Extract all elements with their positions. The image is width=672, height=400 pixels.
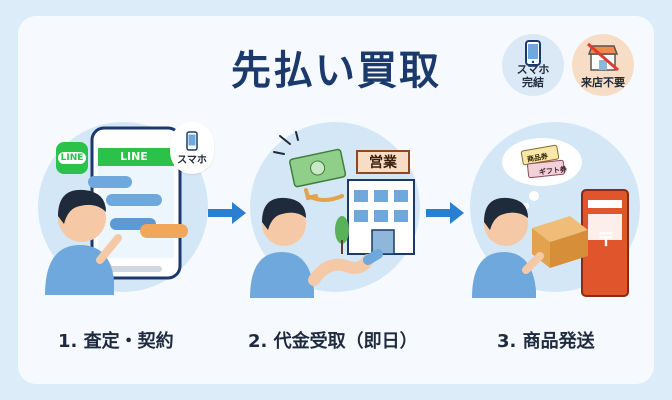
smartphone-icon: [525, 40, 541, 66]
step2-label: 2. 代金受取（即日）: [248, 331, 418, 352]
postal-mark-icon: 〒: [597, 230, 615, 251]
smartphone-small-icon: [186, 130, 198, 151]
line-app-label: LINE: [57, 152, 87, 164]
badge-store-label: 来店不要: [581, 76, 625, 89]
badge-phone-line1: スマホ: [516, 63, 550, 76]
store-prohibited-icon: [587, 42, 619, 72]
business-sign-label: 営業: [369, 155, 397, 171]
badge-no-store-visit: 来店不要: [572, 34, 634, 96]
step1-label: 1. 査定・契約: [58, 331, 174, 352]
smartphone-chip-label: スマホ: [177, 154, 207, 166]
step2-illustration: [250, 131, 415, 298]
badge-smartphone-complete: スマホ 完結: [502, 34, 564, 96]
badge-phone-line2: 完結: [522, 76, 544, 89]
smartphone-chip: スマホ: [170, 122, 214, 174]
arrow-right-icon: [426, 202, 464, 224]
line-app-icon: LINE: [56, 142, 88, 174]
arrow-right-icon: [208, 202, 246, 224]
page-title: 先払い買取: [231, 48, 441, 94]
line-chat-header: LINE: [120, 150, 148, 163]
step3-label: 3. 商品発送: [497, 331, 595, 352]
step1-illustration: [45, 126, 188, 295]
step3-illustration: [472, 138, 629, 298]
business-sign: 営業: [356, 150, 410, 174]
